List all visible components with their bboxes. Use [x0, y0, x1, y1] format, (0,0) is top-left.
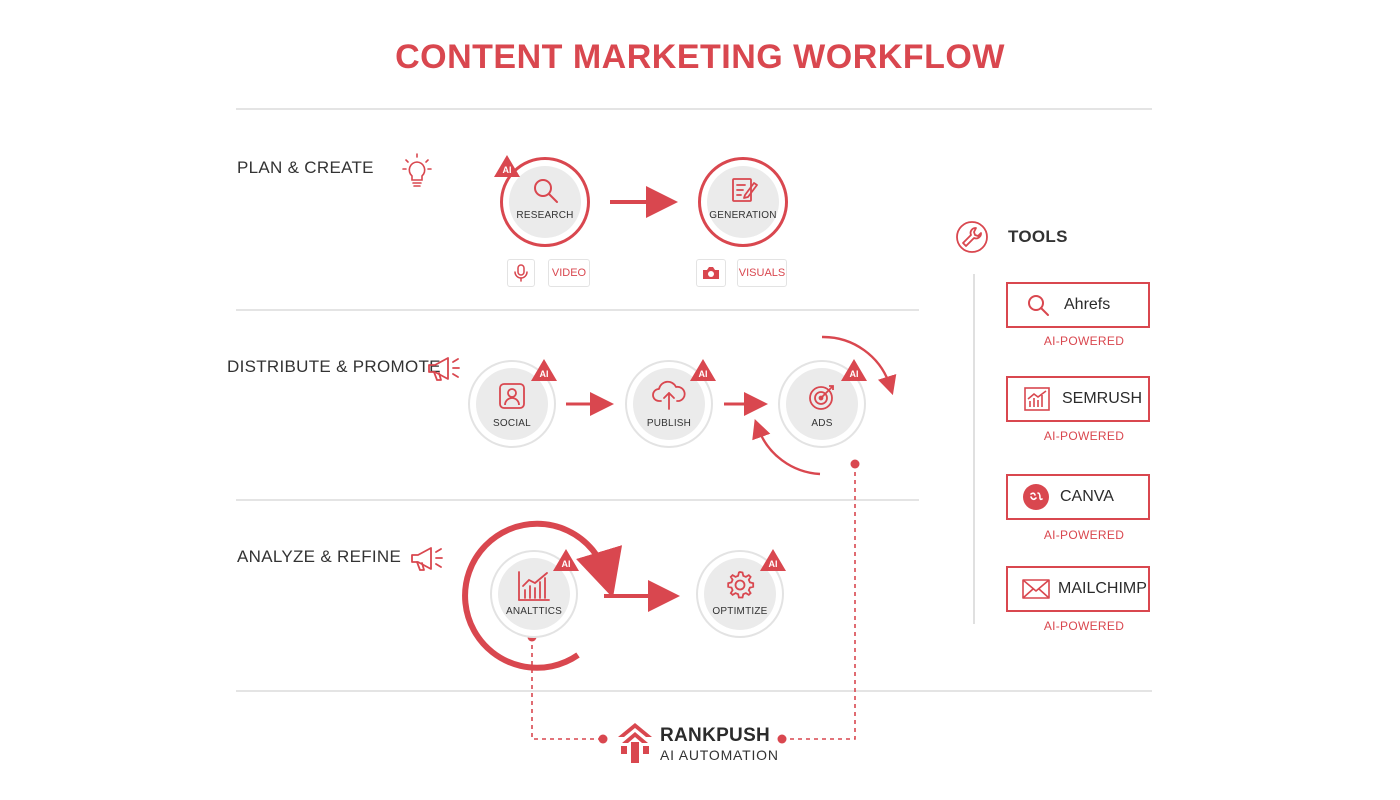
- megaphone-icon: [428, 357, 460, 381]
- gear-icon: [727, 571, 755, 599]
- node-social-label: SOCIAL: [493, 418, 531, 429]
- tool-ahrefs[interactable]: Ahrefs: [1006, 282, 1150, 328]
- megaphone-icon: [411, 547, 443, 571]
- video-chip[interactable]: VIDEO: [548, 259, 590, 287]
- tool-mailchimp[interactable]: MAILCHIMP: [1006, 566, 1150, 612]
- node-optimize-label: OPTIMTIZE: [712, 606, 768, 617]
- tools-divider: [973, 274, 975, 624]
- chart-icon: [1024, 387, 1050, 411]
- tool-canva[interactable]: CANVA: [1006, 474, 1150, 520]
- dotted-link-ads: [782, 464, 856, 740]
- divider-bottom: [236, 690, 1152, 692]
- analytics-cycle: [462, 520, 622, 671]
- microphone-chip[interactable]: [507, 259, 535, 287]
- node-generation-label: GENERATION: [709, 210, 777, 221]
- stage-distribute-label: DISTRIBUTE & PROMOTE: [227, 357, 441, 376]
- bar-chart-icon: [518, 571, 550, 601]
- node-ads-label: ADS: [811, 418, 833, 429]
- tool-canva-name: CANVA: [1060, 488, 1114, 505]
- tool-canva-sub: AI-POWERED: [1043, 528, 1125, 542]
- tool-mailchimp-name: MAILCHIMP: [1058, 580, 1147, 597]
- cloud-upload-icon: [652, 380, 686, 410]
- microphone-icon: [514, 264, 528, 282]
- visuals-chip[interactable]: VISUALS: [737, 259, 787, 287]
- node-analytics-label: ANALTTICS: [505, 606, 563, 617]
- camera-chip[interactable]: [696, 259, 726, 287]
- ai-badge: AI: [690, 359, 716, 381]
- svg-text:AI: AI: [503, 165, 512, 175]
- node-publish-label: PUBLISH: [646, 418, 692, 429]
- brand-tagline: AI AUTOMATION: [660, 747, 779, 763]
- node-optimize[interactable]: [696, 550, 784, 638]
- tool-ahrefs-sub: AI-POWERED: [1043, 334, 1125, 348]
- ai-badge: AI: [531, 359, 557, 381]
- target-icon: [809, 385, 834, 410]
- search-icon: [1028, 295, 1049, 316]
- edit-document-icon: [732, 178, 758, 202]
- tool-mailchimp-sub: AI-POWERED: [1043, 619, 1125, 633]
- profile-icon: [499, 383, 525, 409]
- divider-distribute: [236, 499, 919, 501]
- divider-top: [236, 108, 1152, 110]
- ai-badge: AI: [760, 549, 786, 571]
- stage-analyze-label: ANALYZE & REFINE: [237, 547, 402, 566]
- brand-name: RANKPUSH: [660, 725, 771, 746]
- tool-ahrefs-name: Ahrefs: [1064, 296, 1111, 313]
- node-research-label: RESEARCH: [516, 210, 574, 221]
- tool-semrush[interactable]: SEMRUSH: [1006, 376, 1150, 422]
- dotted-link-analytics: [531, 637, 603, 740]
- ai-badge: AI: [841, 359, 867, 381]
- lightbulb-icon: [402, 153, 432, 187]
- search-icon: [534, 179, 558, 203]
- ai-badge: AI: [553, 549, 579, 571]
- page-title: CONTENT MARKETING WORKFLOW: [395, 38, 1005, 76]
- ai-badge: AI: [494, 155, 520, 177]
- canva-logo-icon: [1023, 484, 1049, 510]
- tools-title: TOOLS: [1008, 227, 1068, 246]
- tool-semrush-name: SEMRUSH: [1062, 390, 1143, 407]
- svg-text:AI: AI: [540, 369, 549, 379]
- mail-icon: [1022, 579, 1050, 599]
- svg-text:AI: AI: [699, 369, 708, 379]
- svg-text:AI: AI: [562, 559, 571, 569]
- camera-icon: [703, 267, 719, 279]
- wrench-icon: [956, 221, 988, 253]
- divider-plan: [236, 309, 919, 311]
- svg-text:AI: AI: [850, 369, 859, 379]
- tool-semrush-sub: AI-POWERED: [1043, 429, 1125, 443]
- svg-text:AI: AI: [769, 559, 778, 569]
- ads-cycle-bottom: [752, 418, 821, 476]
- node-generation[interactable]: [698, 157, 788, 247]
- rankpush-logo-icon: [618, 723, 652, 763]
- stage-plan-label: PLAN & CREATE: [237, 158, 374, 177]
- ads-cycle-top: [821, 335, 897, 396]
